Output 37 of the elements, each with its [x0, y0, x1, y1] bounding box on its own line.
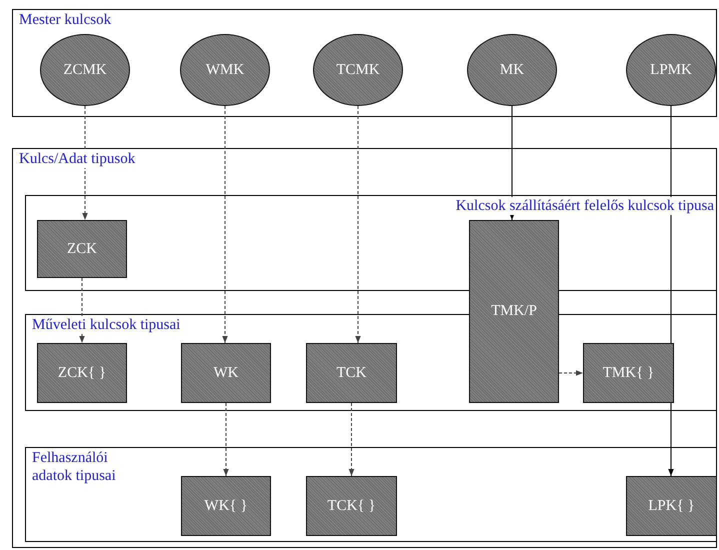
key-label: TCK: [336, 364, 366, 382]
group-title: Kulcsok szállításáért felelős kulcsok tipusa: [456, 197, 714, 215]
key-box: [37, 220, 127, 278]
key-label: TCK{ }: [327, 498, 376, 514]
key-label: TCMK: [336, 62, 380, 78]
arrow: [79, 278, 85, 344]
key-label: TMK{ }: [602, 364, 654, 382]
key-label: MK: [500, 62, 524, 78]
key-label: ZCMK: [63, 62, 107, 78]
key-label: WK: [214, 364, 238, 382]
key-box: [37, 343, 127, 403]
group-title: Kulcs/Adat tipusok: [19, 150, 136, 168]
key-label: LPK{ }: [648, 498, 695, 514]
key-box: [626, 476, 717, 536]
key-box: [181, 476, 271, 536]
group-frame: [25, 314, 717, 411]
key-label: ZCK{ }: [58, 364, 106, 382]
arrow: [82, 106, 88, 220]
key-label: WK{ }: [204, 498, 248, 514]
group-frame: [12, 148, 717, 548]
key-label: WMK: [206, 62, 244, 78]
group-title: Műveleti kulcsok tipusai: [32, 316, 180, 334]
key-label: LPMK: [650, 62, 692, 78]
key-box: [181, 343, 271, 403]
group-frame: [12, 9, 717, 117]
key-box: [469, 220, 559, 403]
arrow: [348, 402, 354, 476]
arrow: [222, 106, 228, 344]
group-frame: [25, 447, 717, 542]
key-label: ZCK: [67, 240, 97, 258]
key-label: TMK/P: [491, 303, 537, 320]
key-box: [306, 476, 397, 536]
arrow: [223, 402, 229, 476]
key-box: [583, 343, 674, 403]
key-box: [306, 343, 397, 403]
arrow: [558, 370, 584, 376]
arrow: [355, 106, 361, 344]
